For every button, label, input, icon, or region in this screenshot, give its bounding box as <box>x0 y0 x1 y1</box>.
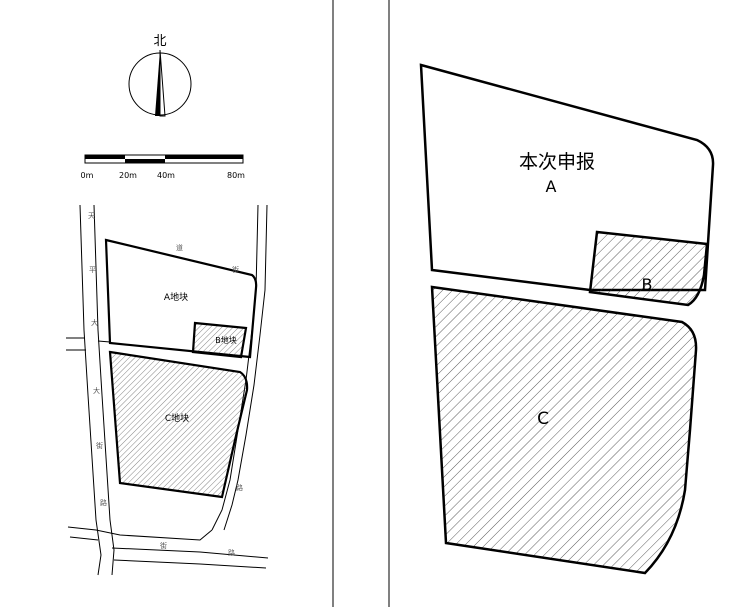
application-title: 本次申报 <box>519 151 595 173</box>
scale-bar: 0m 20m 40m 80m <box>81 154 245 180</box>
key-road-south <box>67 526 213 541</box>
road-label: 路 <box>228 548 235 557</box>
parcel-c-label: C <box>537 409 549 429</box>
road-label: 天 <box>88 212 95 220</box>
scale-tick-20: 20m <box>119 171 137 180</box>
parcel-b-outline <box>588 230 709 307</box>
road-label: 道 <box>176 243 183 252</box>
key-parcel-c <box>108 350 249 499</box>
road-label: 路 <box>100 498 107 507</box>
key-road-west <box>79 204 102 576</box>
north-arrow-icon: 北 <box>128 34 192 117</box>
scale-tick-40: 40m <box>157 171 175 180</box>
road-label: 大 <box>91 318 98 327</box>
parcel-c-outline <box>430 285 698 575</box>
key-parcel-a-label: A地块 <box>164 291 188 303</box>
scale-tick-80: 80m <box>227 171 245 180</box>
parcel-b-label: B <box>642 275 653 294</box>
key-parcel-b-label: B地块 <box>215 335 237 345</box>
key-parcel-b <box>191 321 248 359</box>
road-label: 街 <box>96 441 103 450</box>
key-plan <box>66 204 269 576</box>
scale-tick-0: 0m <box>81 171 94 180</box>
road-label: 平 <box>89 266 96 274</box>
north-label: 北 <box>153 34 166 49</box>
key-parcel-c-label: C地块 <box>165 412 189 424</box>
road-label: 街 <box>160 541 167 550</box>
road-label: 街 <box>232 265 239 274</box>
detail-plan <box>419 63 715 575</box>
road-label: 路 <box>236 483 243 492</box>
key-parcel-a <box>104 238 258 359</box>
parcel-a-label: A <box>546 177 557 196</box>
road-label: 大 <box>93 386 100 395</box>
